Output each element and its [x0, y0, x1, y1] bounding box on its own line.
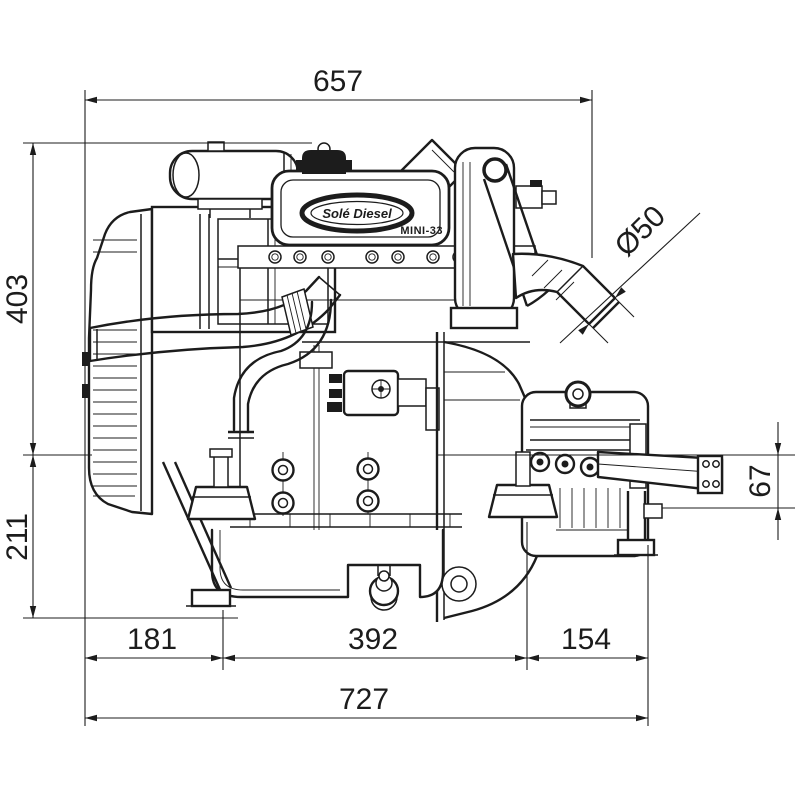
dimension-annotations: 657 403 211 Ø50 67: [1, 65, 795, 726]
brand-logo-oval: [299, 192, 415, 234]
dim-label-154: 154: [561, 623, 611, 656]
engine-drawing: Solé Diesel MINI-33: [82, 138, 795, 622]
front-mount-isolator: [186, 485, 257, 521]
gearbox: [520, 380, 724, 558]
dim-label-diameter-50: Ø50: [609, 200, 672, 263]
starter-motor: [441, 566, 477, 602]
oil-drain-plug: [368, 565, 400, 611]
head-fittings: [515, 180, 557, 209]
dim-label-392: 392: [348, 623, 398, 656]
extension-lines: [23, 90, 795, 726]
injection-pump: [342, 369, 400, 417]
engine-mounts: [186, 448, 559, 521]
dim-bottom-total: 727: [85, 683, 648, 722]
dim-top-width: 657: [85, 65, 592, 104]
dim-right-drop: 67: [744, 422, 782, 540]
panel-tab: [82, 384, 90, 398]
dim-label-727: 727: [339, 683, 389, 716]
exhaust-elbow-cone: [511, 252, 617, 326]
lifting-eye: [564, 380, 592, 408]
hose-clamp: [281, 288, 314, 336]
oil-sump: [161, 461, 445, 611]
exhaust-assembly: [449, 146, 620, 330]
rear-mount-isolator: [487, 483, 559, 519]
valve-cover: Solé Diesel MINI-33: [270, 169, 451, 247]
panel-tab: [82, 352, 90, 366]
dim-label-211: 211: [1, 513, 34, 561]
gearbox-rear-mount: [614, 491, 663, 557]
breather-cap: [296, 142, 352, 174]
seawater-hose: [88, 275, 342, 439]
dim-label-181: 181: [127, 623, 177, 656]
model-label: MINI-33: [400, 225, 443, 237]
engine-block: [230, 268, 530, 596]
brand-logo-text: Solé Diesel: [322, 206, 392, 221]
dim-label-403: 403: [1, 274, 34, 324]
dim-label-657: 657: [313, 65, 363, 98]
dim-left-heights: 403 211: [1, 143, 37, 618]
exhaust-hose-port: [482, 157, 508, 183]
intake-silencer: [168, 141, 300, 218]
dim-label-67: 67: [744, 464, 777, 497]
head-bolts: [268, 250, 466, 264]
left-end-panel: [82, 207, 154, 516]
dim-bottom-chain: 181 392 154: [85, 623, 648, 662]
front-support-strut: [161, 461, 236, 608]
gearbox-support-arm: [529, 450, 724, 495]
